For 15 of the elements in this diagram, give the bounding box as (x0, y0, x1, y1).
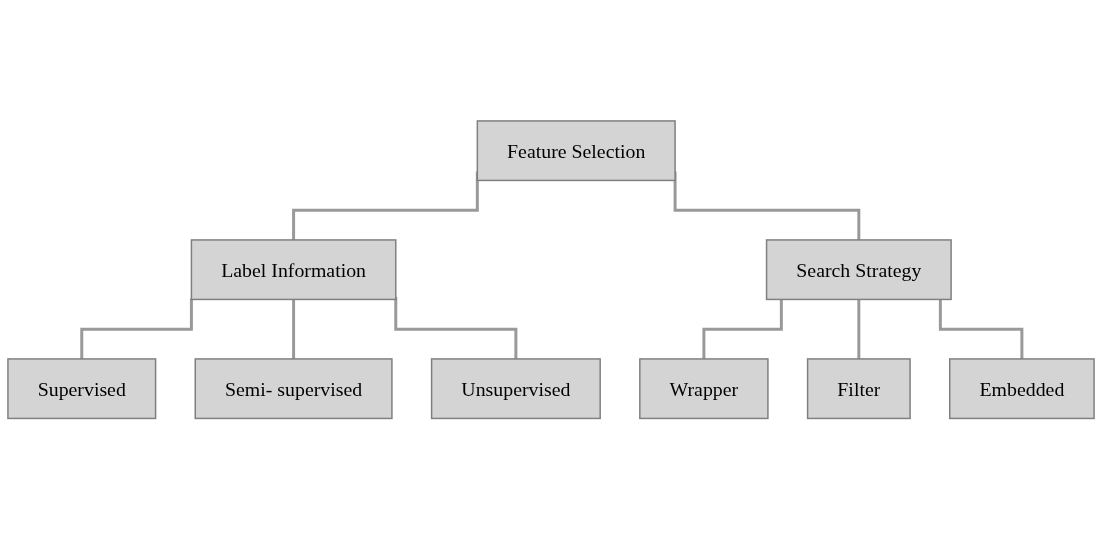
node-box: Filter (806, 358, 911, 420)
node-box: Unsupervised (430, 358, 601, 420)
node-box: Label Information (190, 239, 397, 301)
node-box: Search Strategy (765, 239, 952, 301)
connector (394, 297, 518, 361)
connector (857, 299, 861, 361)
connector (80, 298, 193, 361)
node-box: Supervised (7, 358, 157, 420)
node-box: Feature Selection (476, 120, 676, 182)
connector (702, 299, 783, 361)
node-box: Semi- supervised (194, 358, 393, 420)
node-box: Embedded (949, 358, 1095, 420)
connector (938, 299, 1024, 361)
connector (292, 299, 296, 361)
node-box: Wrapper (639, 358, 769, 420)
